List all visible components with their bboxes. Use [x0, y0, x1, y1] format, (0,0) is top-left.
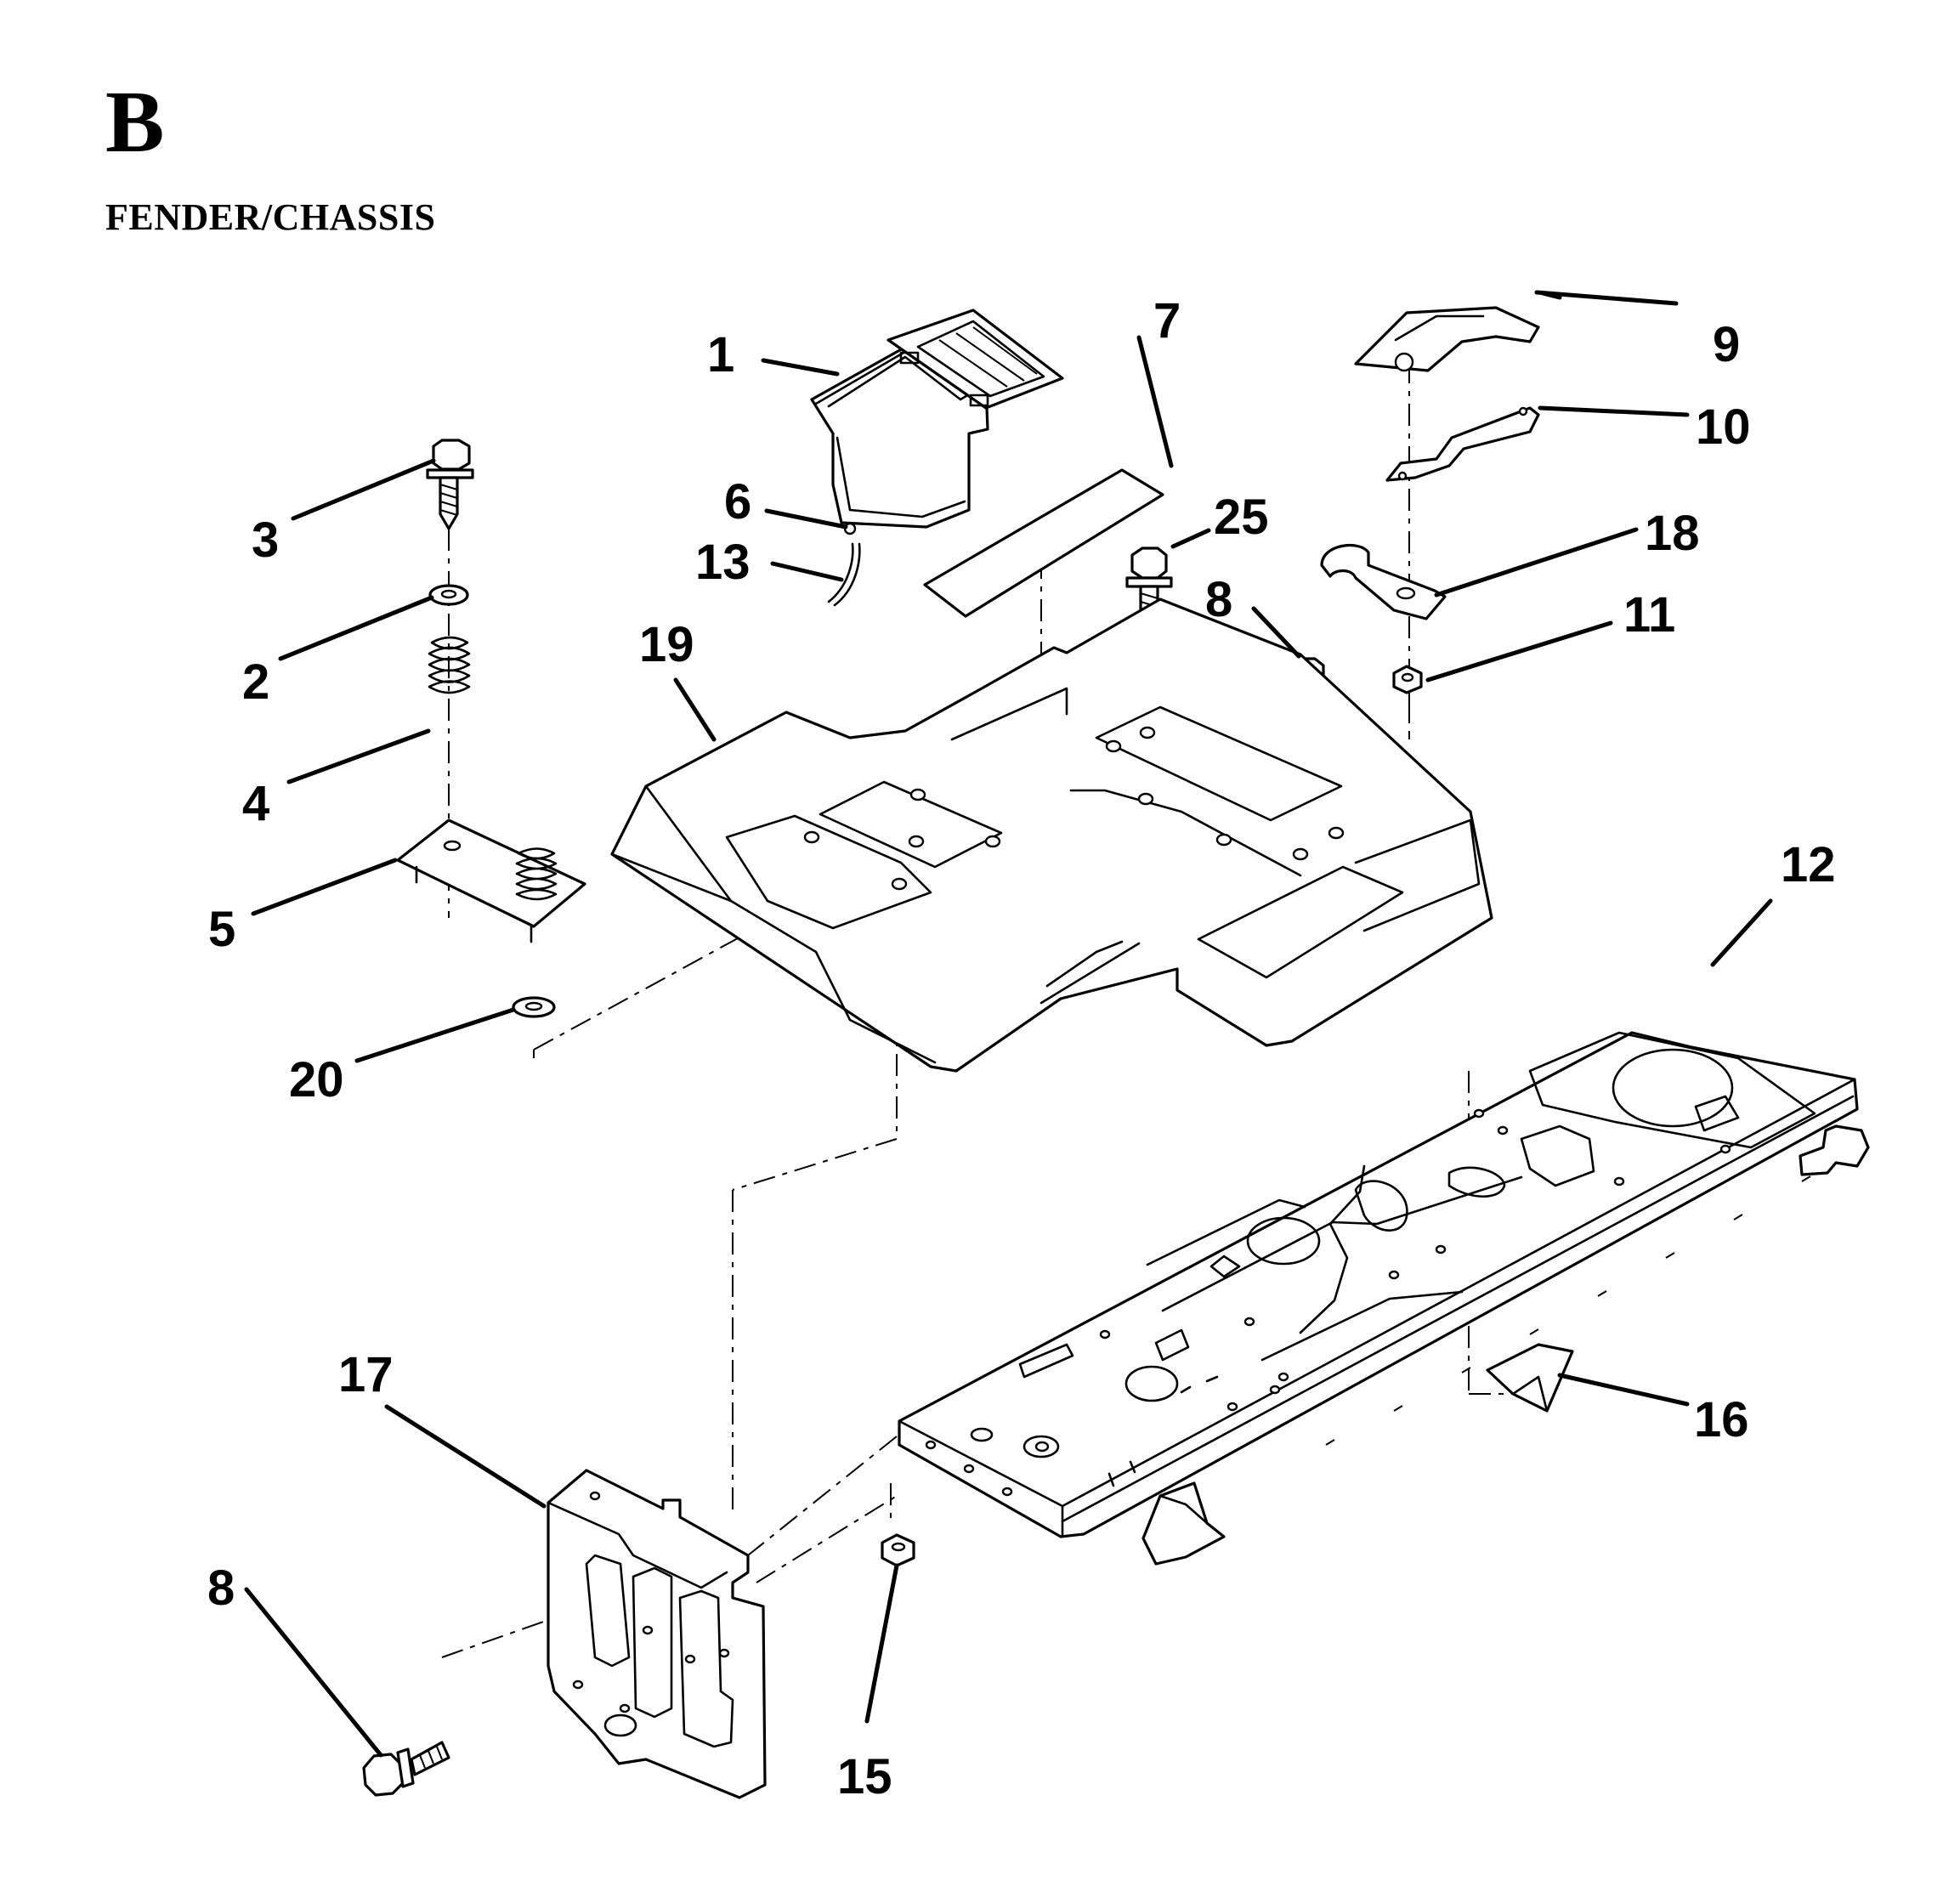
part-16-bracket: [1486, 1343, 1574, 1413]
part-3-bolt: [426, 439, 474, 530]
callout-5: 5: [208, 902, 235, 957]
callout-labels: 1 2 3 4 5 6 7 8 8 9 10 11 12 13 15 16 17…: [207, 293, 1836, 1804]
callout-18: 18: [1645, 506, 1700, 561]
page-title: FENDER/CHASSIS: [105, 196, 436, 238]
page-section-letter: B: [105, 73, 165, 171]
part-9-cover: [1354, 306, 1540, 372]
callout-8-lower: 8: [207, 1560, 235, 1616]
part-5-bracket: [396, 818, 586, 943]
callout-2: 2: [242, 654, 269, 710]
callout-11: 11: [1623, 587, 1675, 643]
leader-lines: [244, 290, 1773, 1758]
part-2-washer: [428, 584, 469, 606]
callout-13: 13: [695, 535, 751, 590]
part-10-plate: [1385, 406, 1540, 482]
part-1-battery-tray: [810, 309, 1064, 529]
callout-12: 12: [1781, 837, 1836, 892]
part-8-bolt-lower: [362, 1741, 450, 1797]
callout-1: 1: [707, 327, 734, 382]
part-11-nut: [1392, 665, 1423, 694]
part-18-clamp: [1320, 544, 1447, 620]
callout-10: 10: [1696, 399, 1751, 455]
callout-4: 4: [242, 776, 269, 831]
callout-19: 19: [639, 617, 694, 672]
part-6-13-vent-tube: [827, 522, 861, 607]
part-17-rear-plate: [547, 1469, 767, 1799]
callout-25: 25: [1214, 490, 1269, 545]
callout-8-upper: 8: [1205, 572, 1232, 627]
part-4-spring: [428, 636, 471, 694]
callout-15: 15: [837, 1749, 892, 1804]
part-19-fender: [610, 598, 1493, 1073]
part-7-pad: [923, 468, 1164, 618]
callout-6: 6: [724, 474, 751, 530]
callout-7: 7: [1153, 293, 1181, 348]
callout-3: 3: [252, 513, 279, 568]
callout-16: 16: [1694, 1392, 1749, 1447]
callout-9: 9: [1713, 317, 1740, 372]
part-12-chassis-frame: [898, 1031, 1870, 1566]
part-15-nut: [881, 1533, 915, 1567]
part-20-washer: [512, 996, 556, 1018]
callout-17: 17: [338, 1347, 394, 1402]
callout-20: 20: [289, 1052, 344, 1107]
